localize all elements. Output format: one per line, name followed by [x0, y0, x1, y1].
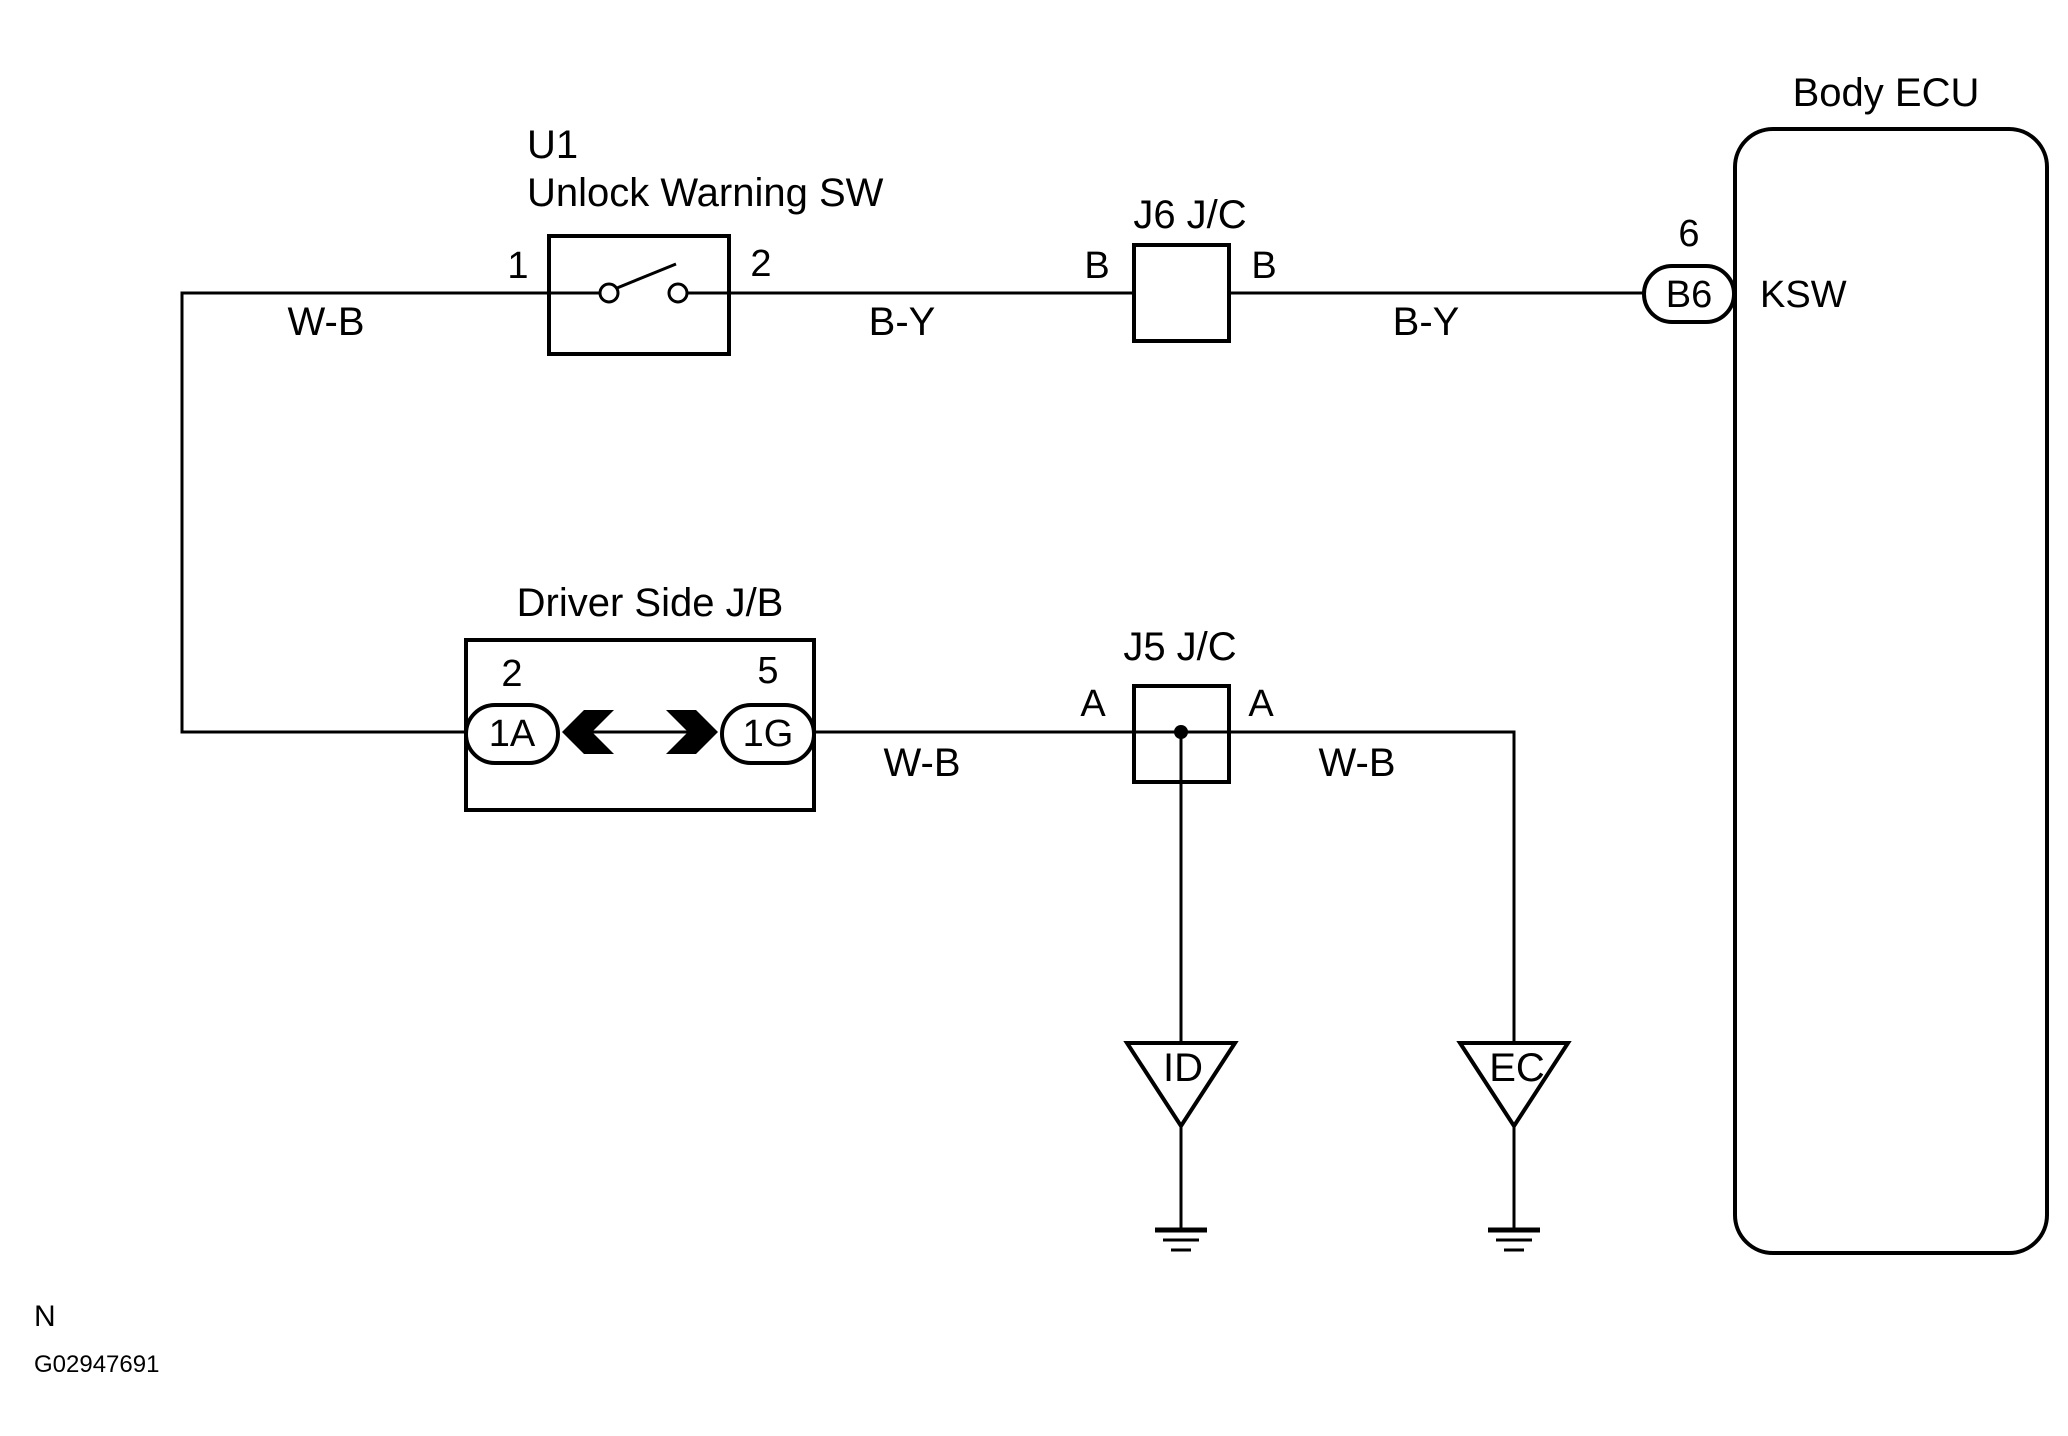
j5-pin-left: A — [1080, 683, 1106, 725]
j6-name: J6 J/C — [1133, 193, 1246, 237]
j6-junction-connector — [1132, 243, 1231, 343]
ground-ec-icon — [1488, 1227, 1540, 1252]
driver-jb-pin-2: 2 — [501, 653, 522, 695]
switch-contact-left — [598, 282, 620, 304]
wire-label-w-b-2: W-B — [883, 741, 960, 785]
switch-pin-1: 1 — [507, 245, 528, 287]
wire-w-b-left — [180, 291, 549, 734]
switch-contact-right — [667, 282, 689, 304]
ground-id-icon — [1155, 1227, 1207, 1252]
switch-blade — [616, 262, 677, 290]
switch-pin-2: 2 — [750, 243, 771, 285]
body-ecu-box — [1733, 127, 2049, 1255]
ecu-terminal-ksw: KSW — [1760, 274, 1847, 316]
ground-point-id-marker — [1123, 1041, 1239, 1130]
driver-jb-pin-5: 5 — [757, 650, 778, 692]
switch-name: Unlock Warning SW — [527, 171, 884, 215]
j5-pin-right: A — [1248, 683, 1274, 725]
connector-1a — [464, 703, 560, 765]
j6-pin-left: B — [1084, 245, 1109, 287]
ground-id-label: ID — [1163, 1046, 1203, 1090]
connector-1a-label: 1A — [489, 713, 536, 755]
j6-pin-right: B — [1251, 245, 1276, 287]
jb-chevron-right-icon — [666, 710, 718, 754]
j5-name: J5 J/C — [1123, 625, 1236, 669]
ecu-title: Body ECU — [1793, 71, 1980, 115]
ecu-connector-label: B6 — [1666, 274, 1712, 316]
connector-1g-label: 1G — [743, 713, 794, 755]
footer-code: G02947691 — [34, 1351, 159, 1378]
jb-chevron-left-icon — [562, 710, 614, 754]
footer-letter: N — [34, 1300, 56, 1333]
driver-jb-name: Driver Side J/B — [517, 581, 784, 625]
wire-label-b-y-2: B-Y — [1393, 300, 1460, 344]
wire-label-w-b-3: W-B — [1318, 741, 1395, 785]
unlock-warning-switch — [547, 234, 731, 356]
wire-label-b-y-1: B-Y — [869, 300, 936, 344]
wire-w-b-right — [1229, 730, 1516, 1043]
ground-ec-label: EC — [1489, 1046, 1545, 1090]
wire-label-w-b-1: W-B — [287, 300, 364, 344]
ground-point-ec-marker — [1456, 1041, 1572, 1130]
connector-1g — [720, 703, 816, 765]
switch-id: U1 — [527, 123, 578, 167]
ecu-pin-number: 6 — [1678, 213, 1699, 255]
